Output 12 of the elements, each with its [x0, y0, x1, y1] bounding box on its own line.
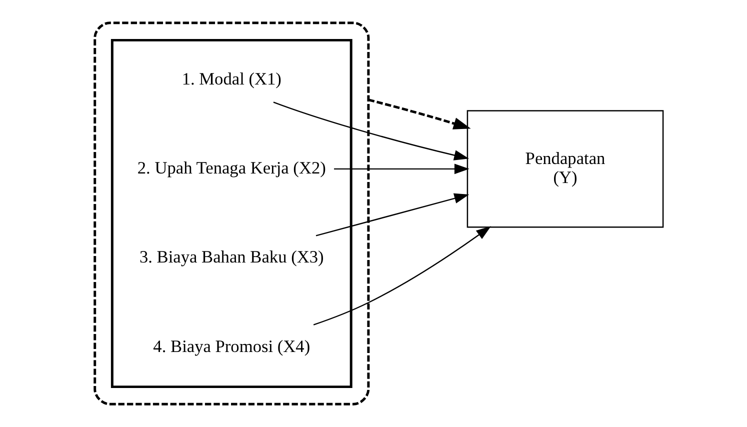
arrow: [315, 193, 469, 236]
arrow: [368, 98, 470, 130]
cluster: [110, 38, 352, 388]
arrow: [312, 226, 491, 326]
node-text: 1. Modal (X1): [181, 69, 281, 88]
cluster: [93, 22, 370, 406]
node-text: 2. Upah Tenaga Kerja (X2): [136, 158, 326, 178]
arrow: [334, 164, 469, 174]
arrow: [272, 102, 468, 160]
node-box: Pendapatan (Y): [466, 110, 664, 228]
node-text: 4. Biaya Promosi (X4): [152, 336, 310, 356]
node-text: 3. Biaya Bahan Baku (X3): [138, 248, 324, 267]
